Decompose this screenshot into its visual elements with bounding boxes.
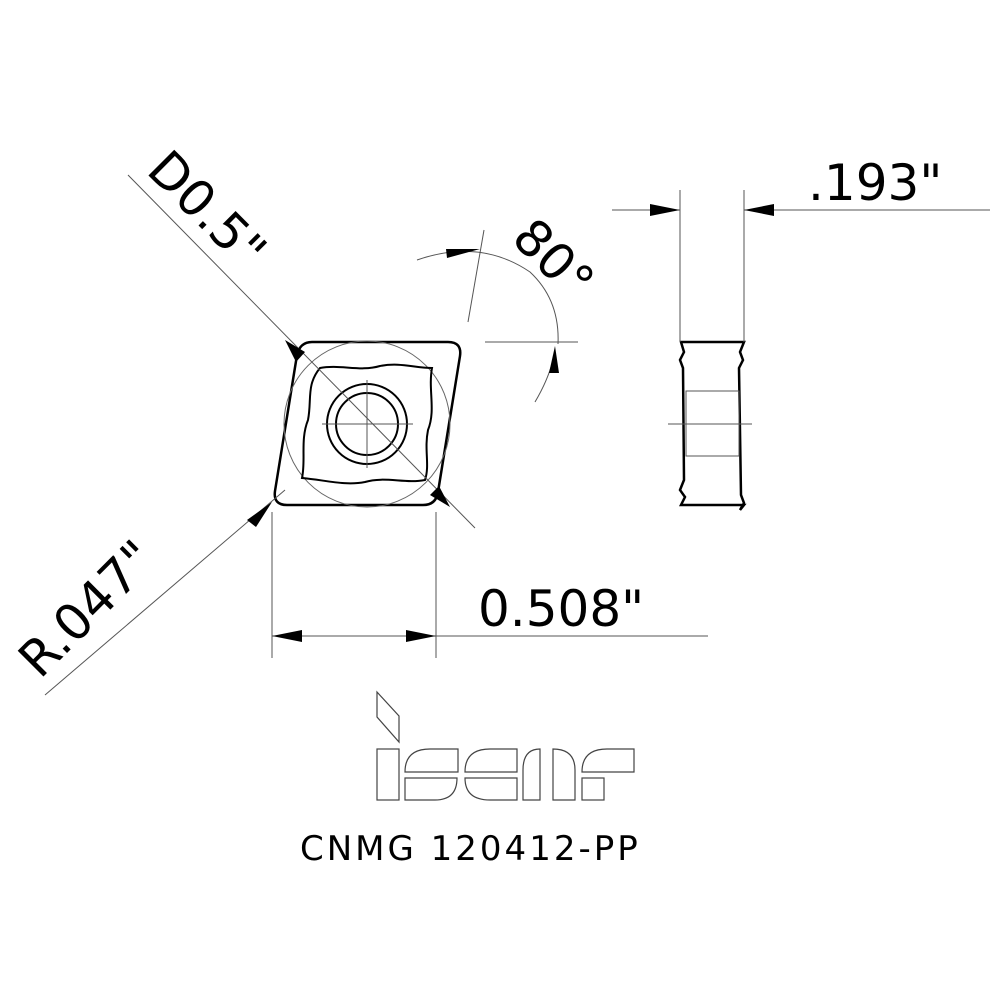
length-label: 0.508"	[478, 580, 644, 638]
diameter-dimension: D0.5"	[127, 139, 476, 529]
radius-label: R.047"	[7, 529, 166, 688]
length-dimension: 0.508"	[271, 512, 708, 658]
angle-dimension: 80°	[416, 207, 606, 403]
insert-top-view	[273, 340, 462, 508]
iscar-logo	[376, 690, 635, 801]
diameter-label: D0.5"	[137, 139, 278, 280]
insert-side-view: .193"	[612, 154, 990, 511]
part-number: CNMG 120412-PP	[300, 829, 641, 869]
radius-dimension: R.047"	[7, 489, 286, 696]
thickness-label: .193"	[808, 154, 942, 212]
angle-label: 80°	[502, 207, 606, 311]
